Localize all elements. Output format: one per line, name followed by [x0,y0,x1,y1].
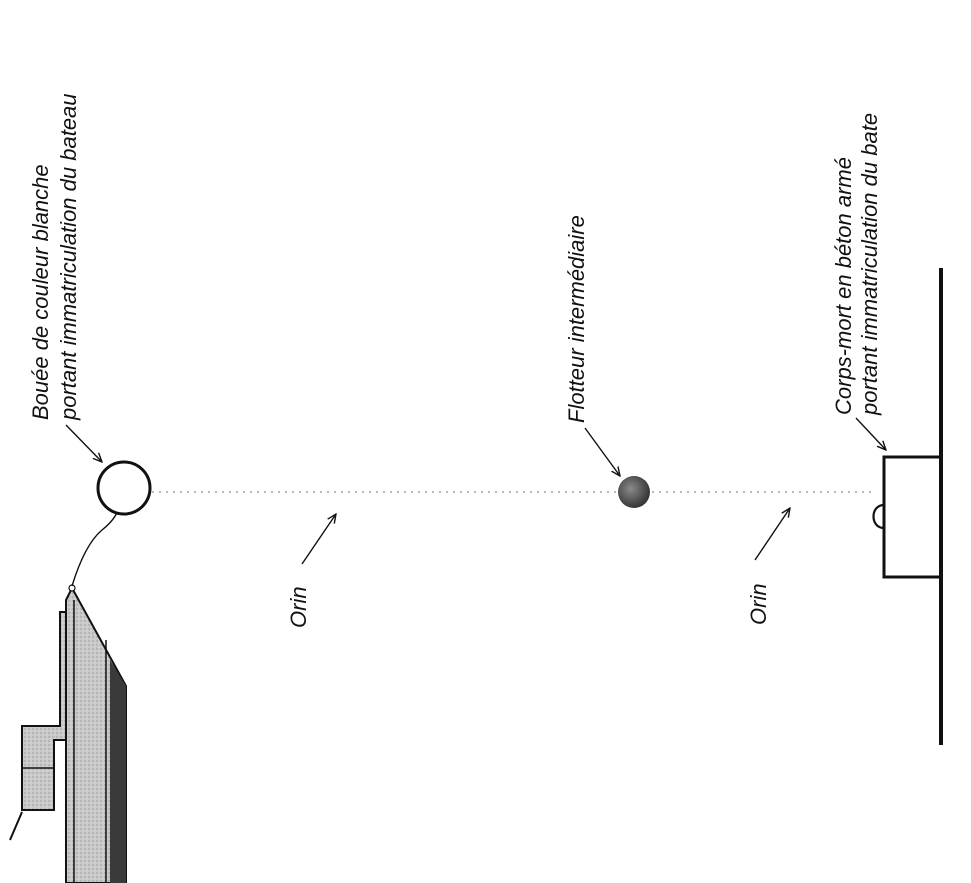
lower-rope-pointer-arrow [754,508,790,561]
float-pointer-arrow [584,427,620,476]
boat [9,584,127,883]
buoy-pointer-arrow [65,424,102,462]
anchor-ring [872,503,885,530]
block-label-line1: Corps-mort en béton armé [831,157,856,415]
boat-hull-shadow [110,660,126,883]
boat-mast [9,811,23,841]
concrete-mooring-block [882,455,943,579]
buoy-label-line2: portant immatriculation du bateau [56,93,81,421]
surface-buoy [96,460,152,516]
block-pointer-arrow [855,417,886,450]
buoy-tether-line [71,509,119,587]
lower-rope-label: Orin [746,583,771,625]
block-label-line2: portant immatriculation du bate [857,113,882,416]
float-label: Flotteur intermédiaire [564,215,589,423]
upper-rope-label: Orin [286,586,311,628]
intermediate-float [618,476,650,508]
upper-rope-pointer-arrow [301,514,336,565]
buoy-label-line1: Bouée de couleur blanche [28,164,53,420]
